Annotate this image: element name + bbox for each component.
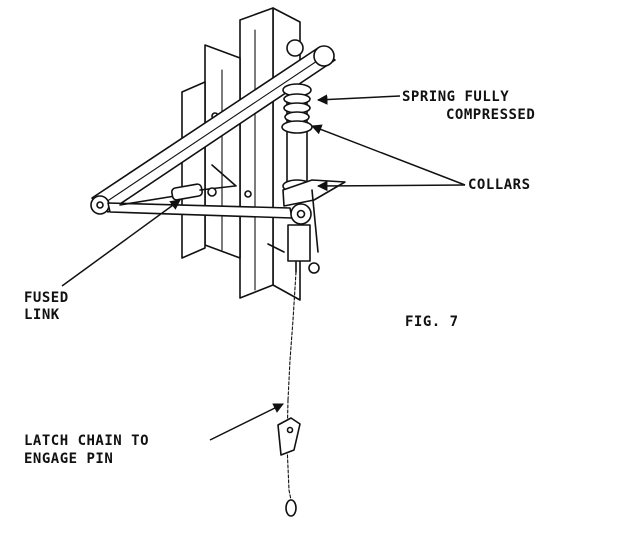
spring-label-line1: SPRING FULLY xyxy=(402,89,510,105)
lever-arm xyxy=(90,45,336,215)
spring-label-line2: COMPRESSED xyxy=(446,107,536,123)
mounting-frame xyxy=(181,7,304,301)
latch-chain xyxy=(277,271,301,517)
latch-label-line1: LATCH CHAIN TO xyxy=(24,433,150,449)
fused-label-line1: FUSED xyxy=(24,290,69,306)
latch-label-line2: ENGAGE PIN xyxy=(24,451,114,467)
fused-label-line2: LINK xyxy=(24,307,60,323)
fused-link-assembly xyxy=(107,164,293,219)
leader-lines xyxy=(61,94,466,441)
figure-caption: FIG. 7 xyxy=(405,314,459,330)
spring-shaft xyxy=(267,83,346,274)
collars-label: COLLARS xyxy=(468,177,531,193)
